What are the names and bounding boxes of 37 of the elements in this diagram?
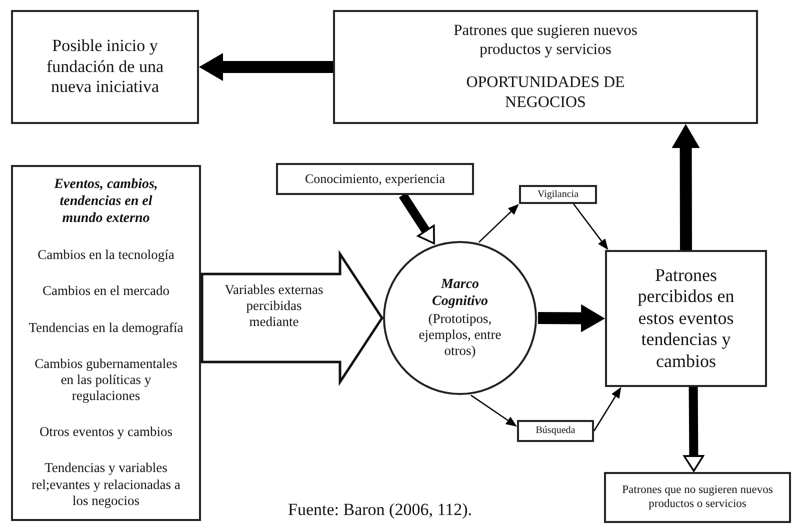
text-box xyxy=(333,10,758,124)
box-text: Cambios en la tecnología xyxy=(38,247,174,264)
box-text: OPORTUNIDADES DE NEGOCIOS xyxy=(465,73,626,112)
box-text: Tendencias y variables rel;evantes y relacionadas a los negocios xyxy=(30,460,182,509)
arrow xyxy=(478,204,519,243)
box-text: Conocimiento, experiencia xyxy=(304,171,446,187)
box-text: Otros eventos y cambios xyxy=(39,424,173,440)
text-box xyxy=(276,163,474,195)
arrow xyxy=(683,386,704,472)
box-text: Tendencias en la demografía xyxy=(28,320,184,336)
box-text: Búsqueda xyxy=(536,425,576,437)
heading: Eventos, cambios, tendencias en el mundo externo xyxy=(53,177,159,228)
arrow xyxy=(199,53,333,81)
arrow xyxy=(538,304,605,332)
arrow xyxy=(573,204,608,250)
arrow xyxy=(593,387,622,432)
box-text: Patrones percibidos en estos eventos tendencias y cambios xyxy=(636,264,736,372)
text-box xyxy=(11,165,201,521)
edge-label: Variables externas percibidas mediante xyxy=(224,282,324,331)
text-box xyxy=(517,420,594,442)
text-box xyxy=(11,10,199,124)
arrow xyxy=(398,192,435,244)
text-box xyxy=(604,472,791,523)
box-text: Posible inicio y fundación de una nueva iniciativa xyxy=(45,36,165,98)
box-text: Patrones que no sugieren nuevos productos o servicios xyxy=(621,484,774,512)
heading: Marco Cognitivo xyxy=(430,276,489,311)
box-text: Vigilancia xyxy=(537,188,579,200)
text-box xyxy=(519,185,597,204)
source-note: Fuente: Baron (2006, 112). xyxy=(288,500,472,520)
box-text: (Prototipos, ejemplos, entre otros) xyxy=(418,310,502,360)
block-arrow xyxy=(200,250,384,386)
arrow xyxy=(672,124,700,250)
box-text: Cambios gubernamentales en las políticas y regulaciones xyxy=(34,356,178,404)
box-text: Cambios en el mercado xyxy=(42,283,170,300)
arrow xyxy=(470,394,517,427)
text-box xyxy=(605,250,767,387)
box-text: Patrones que sugieren nuevos productos y servicios xyxy=(452,22,638,60)
